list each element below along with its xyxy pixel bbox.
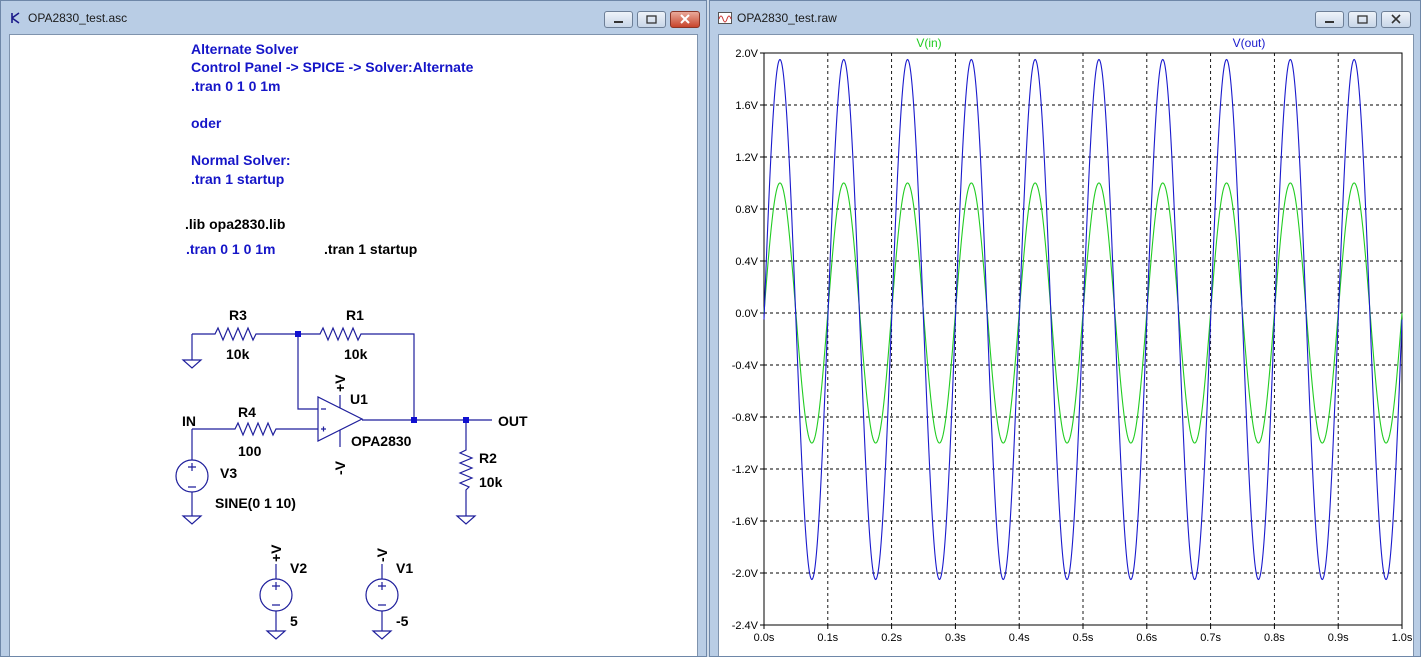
- comment-line[interactable]: Alternate Solver: [191, 41, 299, 57]
- v3-value: SINE(0 1 10): [215, 495, 296, 511]
- ground-symbol: [181, 515, 203, 525]
- comment-line[interactable]: Control Panel -> SPICE -> Solver:Alterna…: [191, 59, 474, 75]
- v2-rail-label: +V: [268, 544, 284, 562]
- r4-label: R4: [238, 404, 256, 420]
- y-tick-label: -1.6V: [732, 516, 759, 528]
- y-tick-label: -2.4V: [732, 620, 759, 632]
- trace-legend-label[interactable]: V(out): [1233, 36, 1266, 50]
- y-tick-label: 0.0V: [735, 308, 758, 320]
- close-icon: [680, 14, 690, 24]
- comment-line[interactable]: .tran 0 1 0 1m: [191, 78, 281, 94]
- x-tick-label: 0.0s: [754, 632, 775, 644]
- r1-label: R1: [346, 307, 364, 323]
- x-tick-label: 0.4s: [1009, 632, 1030, 644]
- trace-legend-label[interactable]: V(in): [916, 36, 941, 50]
- waveform-icon: [718, 12, 732, 24]
- minimize-button[interactable]: [604, 11, 633, 28]
- y-tick-label: 0.8V: [735, 204, 758, 216]
- v2-value: 5: [290, 613, 298, 629]
- x-tick-label: 0.7s: [1200, 632, 1221, 644]
- x-tick-label: 1.0s: [1392, 632, 1413, 644]
- r4-value: 100: [238, 443, 262, 459]
- u1-model: OPA2830: [351, 433, 412, 449]
- minimize-icon: [614, 21, 623, 23]
- y-tick-label: 0.4V: [735, 256, 758, 268]
- tran-directive-active[interactable]: .tran 0 1 0 1m: [186, 241, 276, 257]
- y-tick-label: -2.0V: [732, 568, 759, 580]
- x-tick-label: 0.2s: [881, 632, 902, 644]
- r2-value: 10k: [479, 474, 503, 490]
- r3-label: R3: [229, 307, 247, 323]
- v2-label: V2: [290, 560, 307, 576]
- comment-line[interactable]: oder: [191, 115, 222, 131]
- maximize-icon: [646, 15, 657, 24]
- r4-resistor: [192, 421, 318, 437]
- junction-node: [295, 331, 301, 337]
- schematic-canvas[interactable]: Alternate Solver Control Panel -> SPICE …: [9, 34, 698, 656]
- trace-vout: [763, 58, 1403, 581]
- x-tick-label: 0.8s: [1264, 632, 1285, 644]
- v1-rail-label: -V: [374, 547, 390, 562]
- window-title: OPA2830_test.asc: [28, 11, 128, 25]
- ground-symbol: [455, 515, 477, 525]
- minimize-icon: [1325, 21, 1334, 23]
- waveform-titlebar[interactable]: OPA2830_test.raw: [710, 1, 1420, 34]
- comment-line[interactable]: Normal Solver:: [191, 152, 291, 168]
- x-tick-label: 0.6s: [1136, 632, 1157, 644]
- r3-resistor: [192, 326, 298, 342]
- maximize-button[interactable]: [1348, 11, 1377, 28]
- x-tick-label: 0.9s: [1328, 632, 1349, 644]
- schematic-window: OPA2830_test.asc Alternate Solver Contro…: [0, 0, 707, 657]
- lib-directive[interactable]: .lib opa2830.lib: [185, 216, 286, 232]
- close-button[interactable]: [1381, 11, 1411, 28]
- window-title: OPA2830_test.raw: [737, 11, 837, 25]
- y-tick-label: -0.4V: [732, 360, 759, 372]
- x-tick-label: 0.5s: [1073, 632, 1094, 644]
- comment-line[interactable]: .tran 1 startup: [191, 171, 285, 187]
- ground-symbol: [181, 359, 203, 369]
- close-button[interactable]: [670, 11, 700, 28]
- circuit-diagram: R3 10k R1 10k R4 100 IN OUT U1 OPA2830 R…: [175, 307, 528, 640]
- u1-label: U1: [350, 391, 368, 407]
- r1-value: 10k: [344, 346, 368, 362]
- r2-resistor: [458, 420, 474, 516]
- x-tick-label: 0.3s: [945, 632, 966, 644]
- schematic-titlebar[interactable]: OPA2830_test.asc: [1, 1, 706, 34]
- r2-label: R2: [479, 450, 497, 466]
- y-tick-label: -1.2V: [732, 464, 759, 476]
- r3-value: 10k: [226, 346, 250, 362]
- y-tick-label: 1.6V: [735, 100, 758, 112]
- x-tick-label: 0.1s: [817, 632, 838, 644]
- opamp-neg-rail: -V: [332, 460, 348, 475]
- waveform-window: OPA2830_test.raw 0.0s 0.1s 0.2s 0.3s 0.4s 0.5…: [709, 0, 1421, 657]
- opamp-pos-rail: +V: [332, 374, 348, 392]
- waveform-plot[interactable]: 0.0s 0.1s 0.2s 0.3s 0.4s 0.5s 0.6s 0.7s 0.8s 0.9s…: [719, 35, 1414, 656]
- wire: [297, 334, 318, 410]
- r1-resistor: [298, 326, 415, 420]
- y-tick-label: 2.0V: [735, 48, 758, 60]
- tran-directive-comment[interactable]: .tran 1 startup: [324, 241, 418, 257]
- ground-symbol: [371, 630, 393, 640]
- plot-pane[interactable]: 0.0s 0.1s 0.2s 0.3s 0.4s 0.5s 0.6s 0.7s 0.8s 0.9s…: [718, 34, 1414, 656]
- maximize-icon: [1357, 15, 1368, 24]
- close-icon: [1391, 14, 1401, 24]
- v3-label: V3: [220, 465, 237, 481]
- net-out-label: OUT: [498, 413, 528, 429]
- net-in-label: IN: [182, 413, 196, 429]
- ltspice-icon: [11, 12, 20, 24]
- y-tick-label: 1.2V: [735, 152, 758, 164]
- maximize-button[interactable]: [637, 11, 666, 28]
- v1-label: V1: [396, 560, 413, 576]
- minimize-button[interactable]: [1315, 11, 1344, 28]
- v1-value: -5: [396, 613, 409, 629]
- junction-node: [411, 417, 417, 423]
- junction-node: [463, 417, 469, 423]
- y-tick-label: -0.8V: [732, 412, 759, 424]
- ground-symbol: [265, 630, 287, 640]
